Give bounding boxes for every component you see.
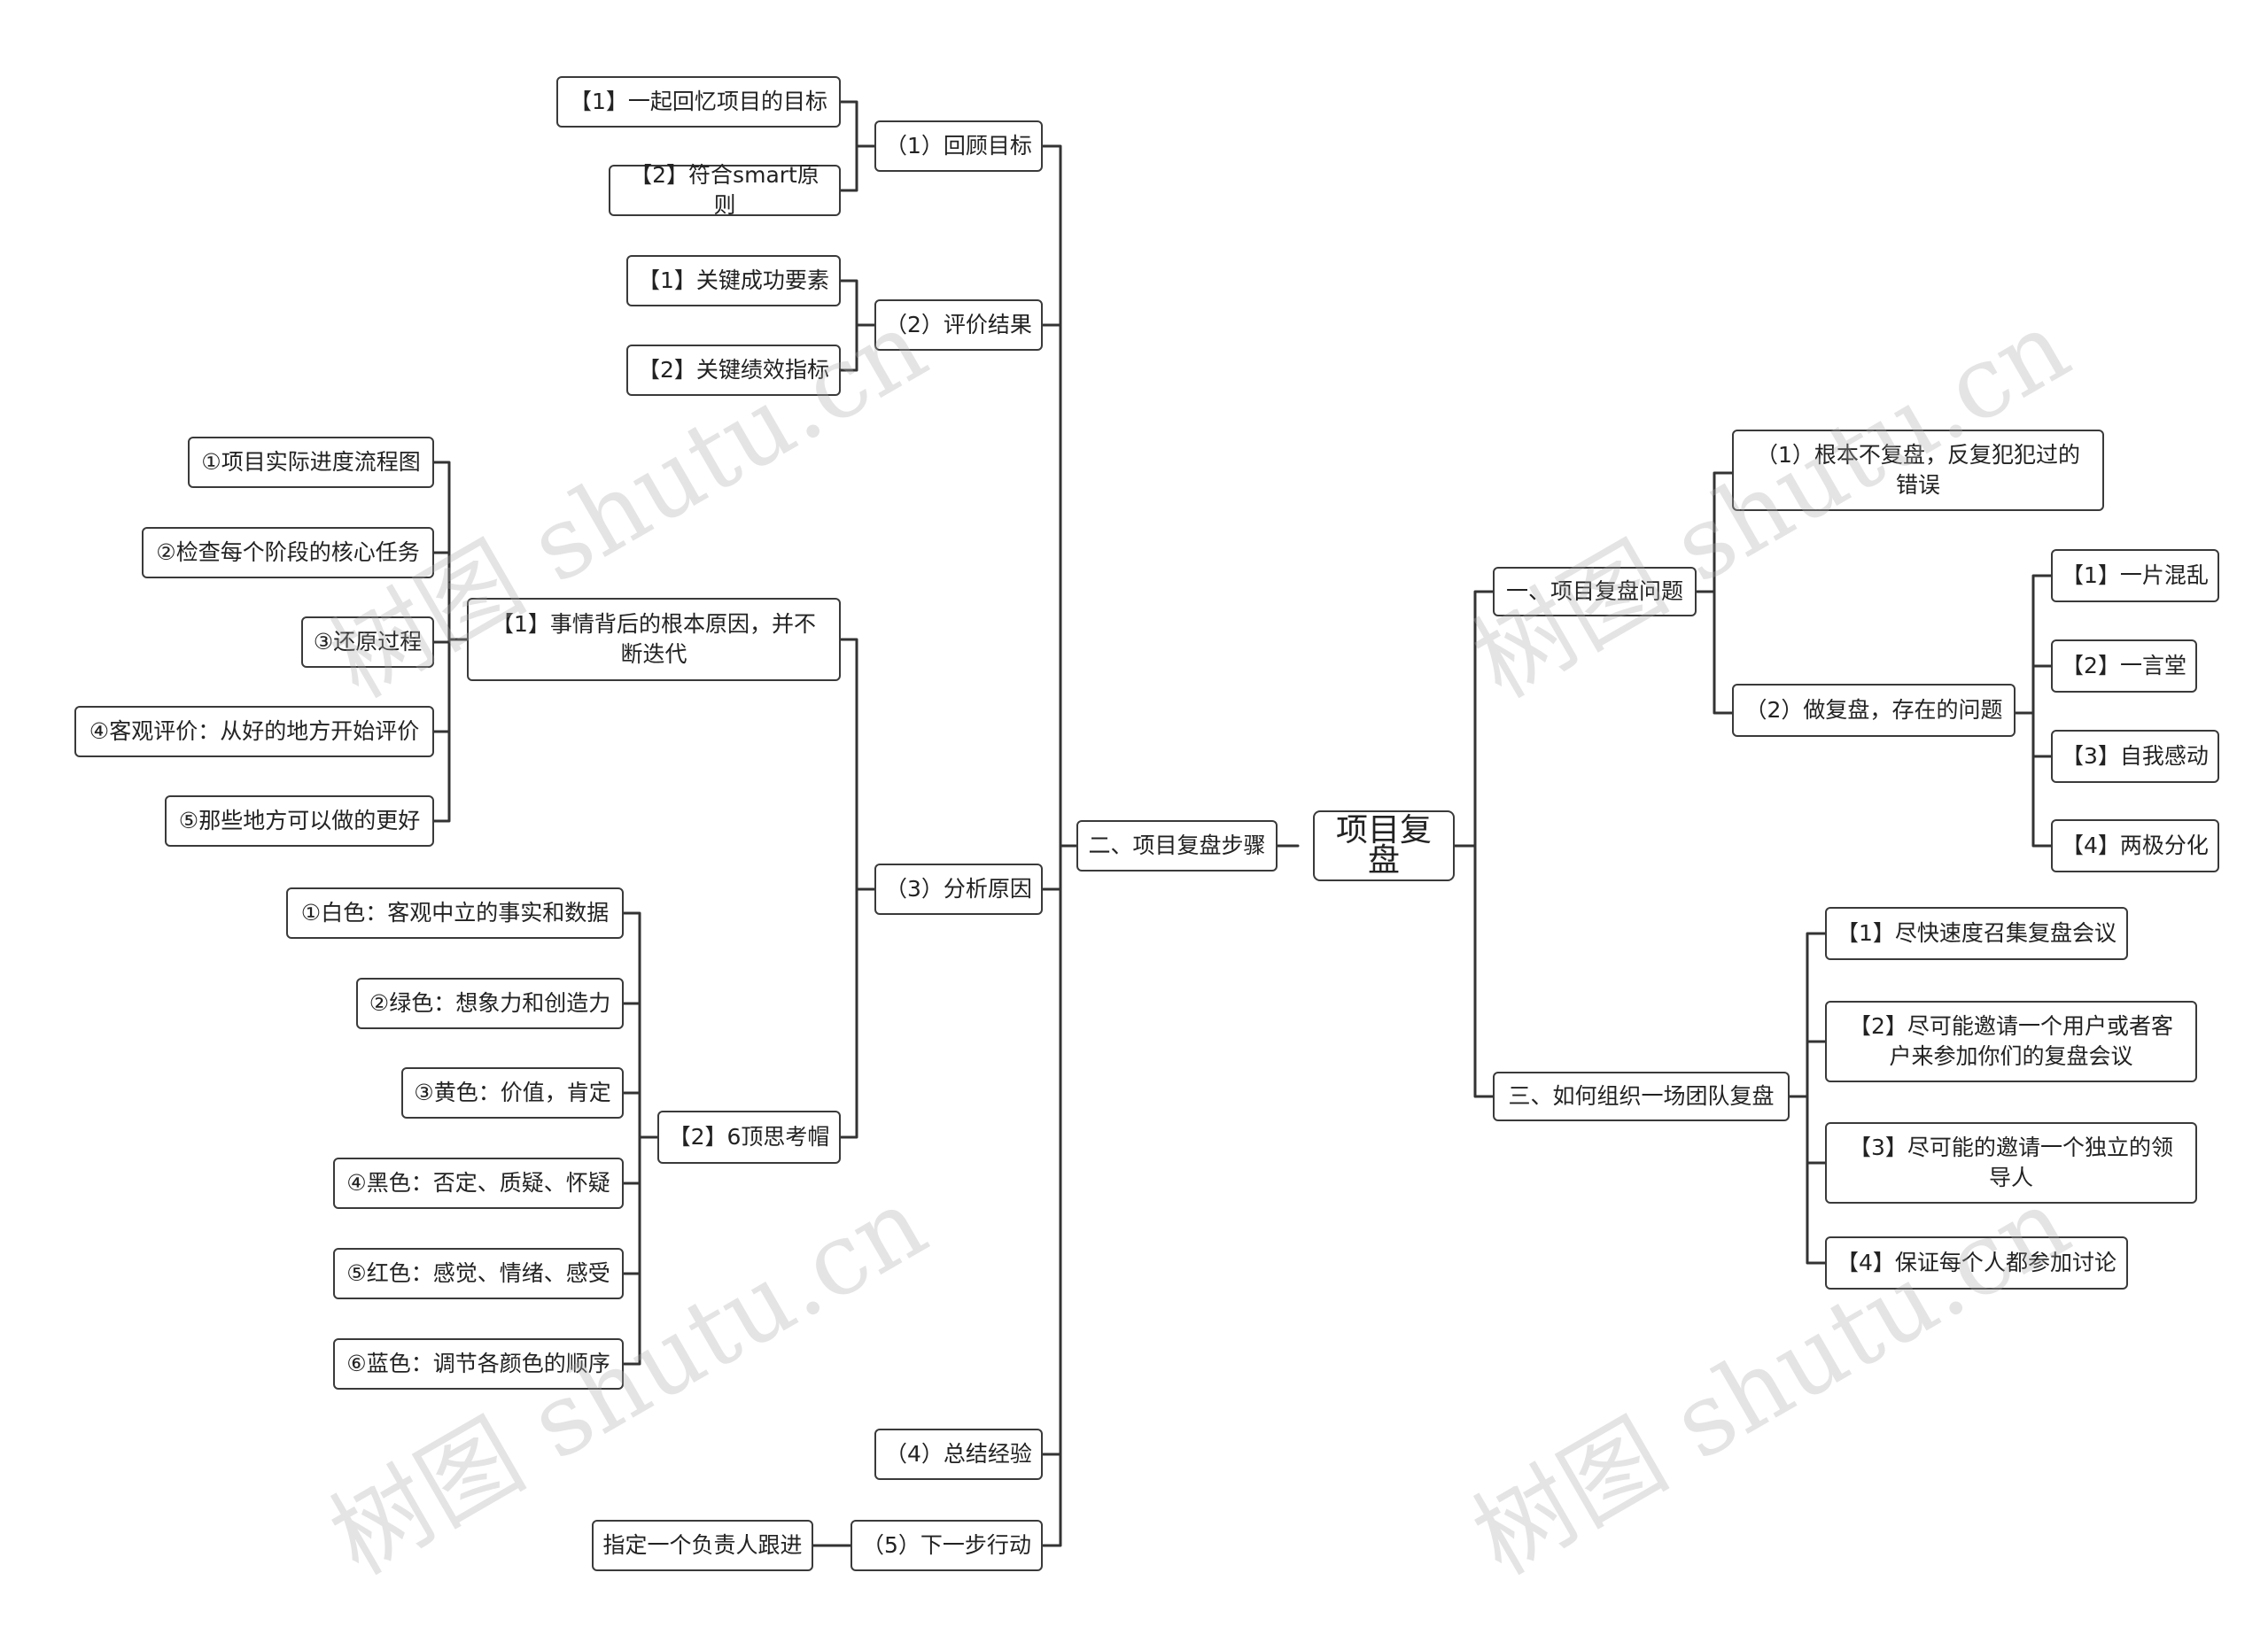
- hat-item[interactable]: ③黄色：价值，肯定: [401, 1067, 624, 1119]
- hat-item[interactable]: ⑥蓝色：调节各颜色的顺序: [333, 1338, 624, 1390]
- root-cause-item[interactable]: ⑤那些地方可以做的更好: [165, 795, 434, 847]
- branch-team[interactable]: 三、如何组织一场团队复盘: [1493, 1072, 1790, 1121]
- team-item[interactable]: 【1】尽快速度召集复盘会议: [1825, 907, 2128, 960]
- team-item[interactable]: 【2】尽可能邀请一个用户或者客 户来参加你们的复盘会议: [1825, 1001, 2197, 1082]
- branch-steps[interactable]: 二、项目复盘步骤: [1076, 820, 1278, 872]
- root-cause-item[interactable]: ④客观评价：从好的地方开始评价: [74, 706, 434, 757]
- issue-item[interactable]: 【1】一片混乱: [2051, 549, 2219, 602]
- root-node[interactable]: 项目复盘: [1313, 810, 1455, 881]
- goal-item[interactable]: 【1】一起回忆项目的目标: [556, 76, 841, 128]
- analyze-root-cause[interactable]: 【1】事情背后的根本原因，并不 断迭代: [467, 598, 841, 681]
- hat-item[interactable]: ⑤红色：感觉、情绪、感受: [333, 1248, 624, 1299]
- problem-review-issues[interactable]: （2）做复盘，存在的问题: [1732, 684, 2016, 737]
- evaluate-item[interactable]: 【1】关键成功要素: [626, 255, 841, 306]
- hat-item[interactable]: ②绿色：想象力和创造力: [356, 978, 624, 1029]
- goal-item[interactable]: 【2】符合smart原则: [609, 162, 841, 218]
- step-analyze[interactable]: （3）分析原因: [874, 864, 1043, 915]
- root-cause-item[interactable]: ③还原过程: [301, 616, 434, 668]
- hat-item[interactable]: ①白色：客观中立的事实和数据: [286, 887, 624, 939]
- branch-problems[interactable]: 一、项目复盘问题: [1493, 567, 1697, 616]
- root-cause-item[interactable]: ①项目实际进度流程图: [188, 437, 434, 488]
- step-next[interactable]: （5）下一步行动: [850, 1520, 1043, 1571]
- problem-no-review[interactable]: （1）根本不复盘，反复犯犯过的 错误: [1732, 430, 2104, 511]
- step-summary[interactable]: （4）总结经验: [874, 1429, 1043, 1480]
- step-evaluate[interactable]: （2）评价结果: [874, 299, 1043, 351]
- team-item[interactable]: 【3】尽可能的邀请一个独立的领 导人: [1825, 1122, 2197, 1204]
- issue-item[interactable]: 【3】自我感动: [2051, 730, 2219, 783]
- next-item[interactable]: 指定一个负责人跟进: [592, 1520, 813, 1571]
- hat-item[interactable]: ④黑色：否定、质疑、怀疑: [333, 1158, 624, 1209]
- root-cause-item[interactable]: ②检查每个阶段的核心任务: [142, 527, 434, 578]
- step-review-goal[interactable]: （1）回顾目标: [874, 120, 1043, 172]
- team-item[interactable]: 【4】保证每个人都参加讨论: [1825, 1236, 2128, 1290]
- analyze-hats[interactable]: 【2】6顶思考帽: [657, 1111, 841, 1164]
- evaluate-item[interactable]: 【2】关键绩效指标: [626, 345, 841, 396]
- issue-item[interactable]: 【2】一言堂: [2051, 639, 2197, 693]
- issue-item[interactable]: 【4】两极分化: [2051, 819, 2219, 872]
